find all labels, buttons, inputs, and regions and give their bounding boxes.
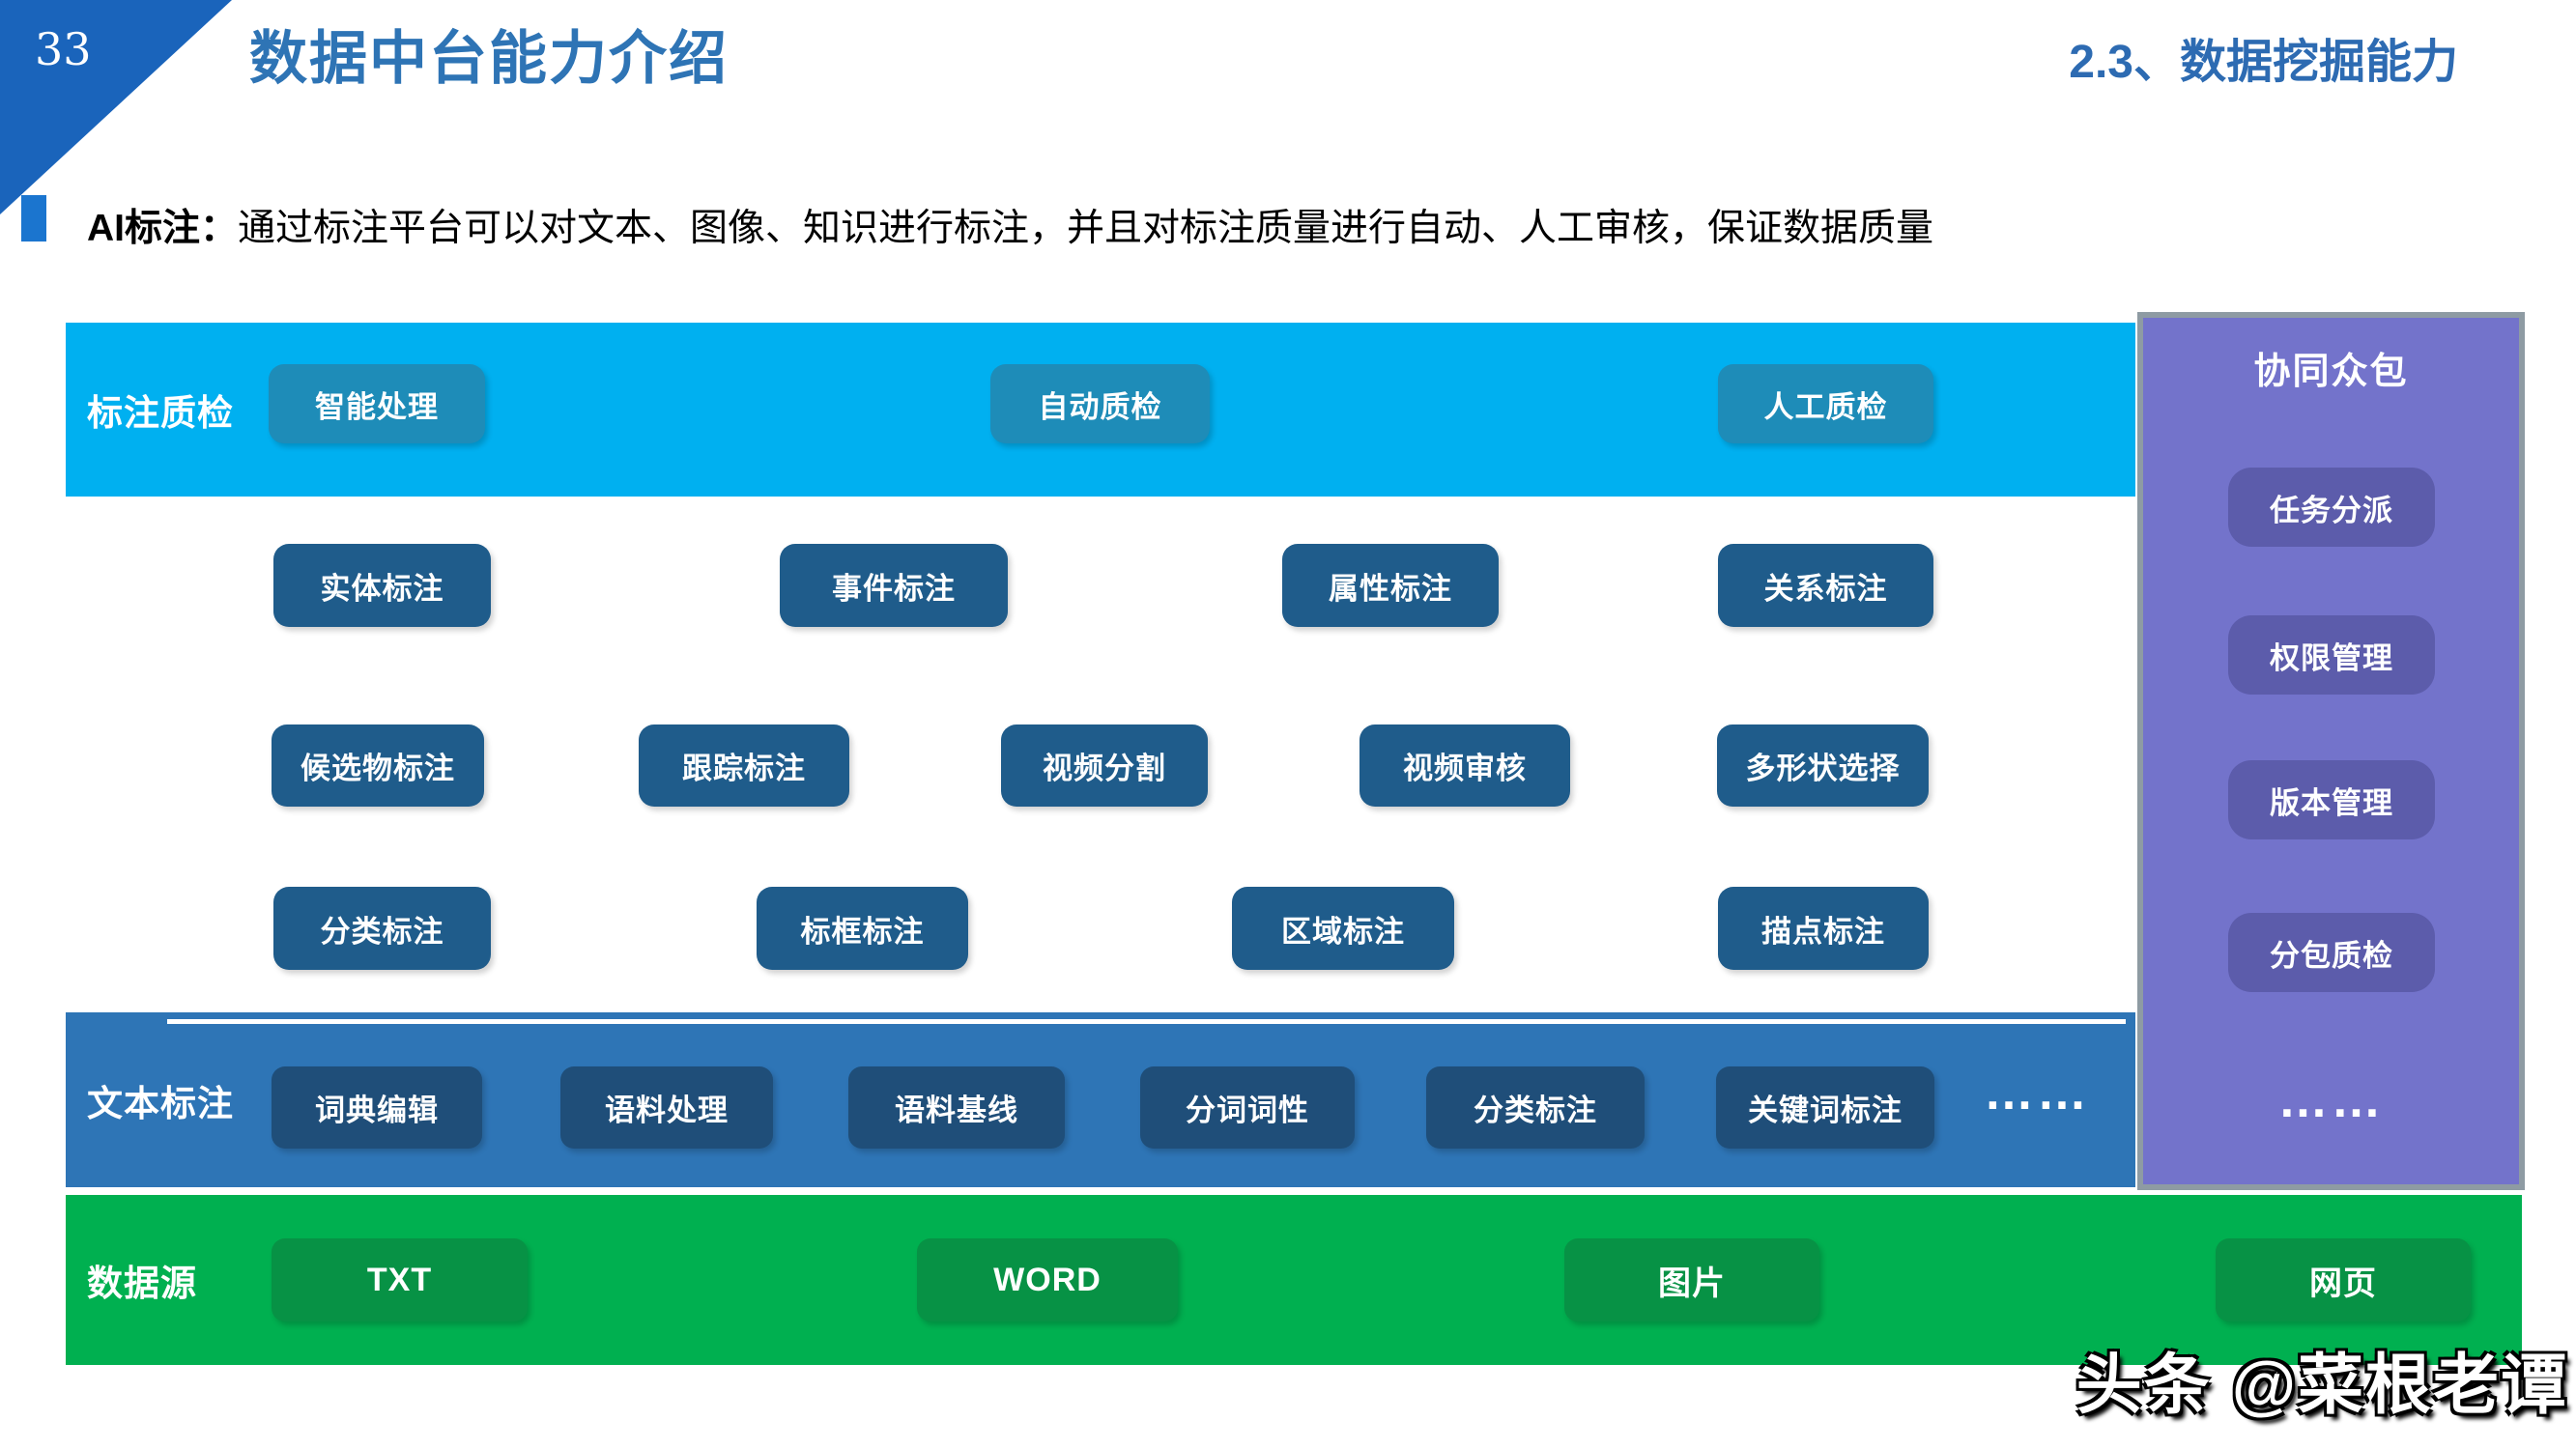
annotation-button-tracking: 跟踪标注: [639, 724, 849, 807]
text-button-classification: 分类标注: [1426, 1066, 1645, 1149]
intro-line: AI标注：通过标注平台可以对文本、图像、知识进行标注，并且对标注质量进行自动、人…: [87, 198, 1933, 252]
annotation-button-bbox: 标框标注: [757, 887, 968, 970]
data-source-band: 数据源 TXT WORD 图片 网页: [66, 1195, 2522, 1365]
crowd-button-version: 版本管理: [2228, 760, 2435, 839]
quality-band-label: 标注质检: [87, 393, 234, 433]
text-band-label: 文本标注: [87, 1083, 234, 1123]
slide-title: 数据中台能力介绍: [249, 26, 729, 91]
quality-button-intelligent-processing: 智能处理: [269, 364, 485, 443]
text-button-dictionary-edit: 词典编辑: [272, 1066, 482, 1149]
source-band-label: 数据源: [87, 1264, 197, 1303]
text-band-ellipsis: ……: [1984, 1064, 2090, 1121]
crowd-button-permission: 权限管理: [2228, 615, 2435, 695]
source-button-word: WORD: [917, 1238, 1178, 1321]
crowd-button-task-dispatch: 任务分派: [2228, 468, 2435, 547]
annotation-button-classification: 分类标注: [273, 887, 491, 970]
source-button-image: 图片: [1564, 1238, 1819, 1321]
crowd-panel-ellipsis: ……: [2277, 1072, 2385, 1128]
text-button-keyword: 关键词标注: [1716, 1066, 1934, 1149]
bullet-marker: [21, 195, 46, 242]
text-button-corpus-processing: 语料处理: [560, 1066, 773, 1149]
annotation-button-multi-shape: 多形状选择: [1717, 724, 1929, 807]
quality-button-auto-qc: 自动质检: [990, 364, 1210, 443]
intro-label: AI标注：: [87, 208, 239, 249]
crowd-button-package-qc: 分包质检: [2228, 913, 2435, 992]
band-divider-line: [167, 1019, 2126, 1024]
watermark: 头条 @菜根老谭: [2075, 1349, 2568, 1422]
quality-button-manual-qc: 人工质检: [1718, 364, 1933, 443]
text-annotation-band: 文本标注 词典编辑 语料处理 语料基线 分词词性 分类标注 关键词标注 ……: [66, 1012, 2135, 1187]
page-number: 33: [35, 23, 92, 75]
source-button-txt: TXT: [272, 1238, 528, 1321]
crowdsourcing-panel: 协同众包 任务分派 权限管理 版本管理 分包质检 ……: [2137, 312, 2525, 1190]
text-button-word-pos: 分词词性: [1140, 1066, 1355, 1149]
intro-text: 通过标注平台可以对文本、图像、知识进行标注，并且对标注质量进行自动、人工审核，保…: [238, 208, 1934, 249]
source-button-webpage: 网页: [2216, 1238, 2471, 1321]
annotation-button-video-split: 视频分割: [1001, 724, 1208, 807]
text-button-corpus-baseline: 语料基线: [848, 1066, 1065, 1149]
annotation-button-video-review: 视频审核: [1360, 724, 1570, 807]
annotation-button-relation: 关系标注: [1718, 544, 1933, 627]
annotation-button-attribute: 属性标注: [1282, 544, 1499, 627]
annotation-button-event: 事件标注: [780, 544, 1008, 627]
crowd-panel-title: 协同众包: [2253, 352, 2409, 392]
quality-check-band: 标注质检 智能处理 自动质检 人工质检: [66, 323, 2135, 497]
annotation-button-entity: 实体标注: [273, 544, 491, 627]
annotation-button-point: 描点标注: [1718, 887, 1929, 970]
annotation-button-candidate: 候选物标注: [272, 724, 484, 807]
annotation-button-region: 区域标注: [1232, 887, 1454, 970]
section-title: 2.3、数据挖掘能力: [2069, 37, 2458, 88]
